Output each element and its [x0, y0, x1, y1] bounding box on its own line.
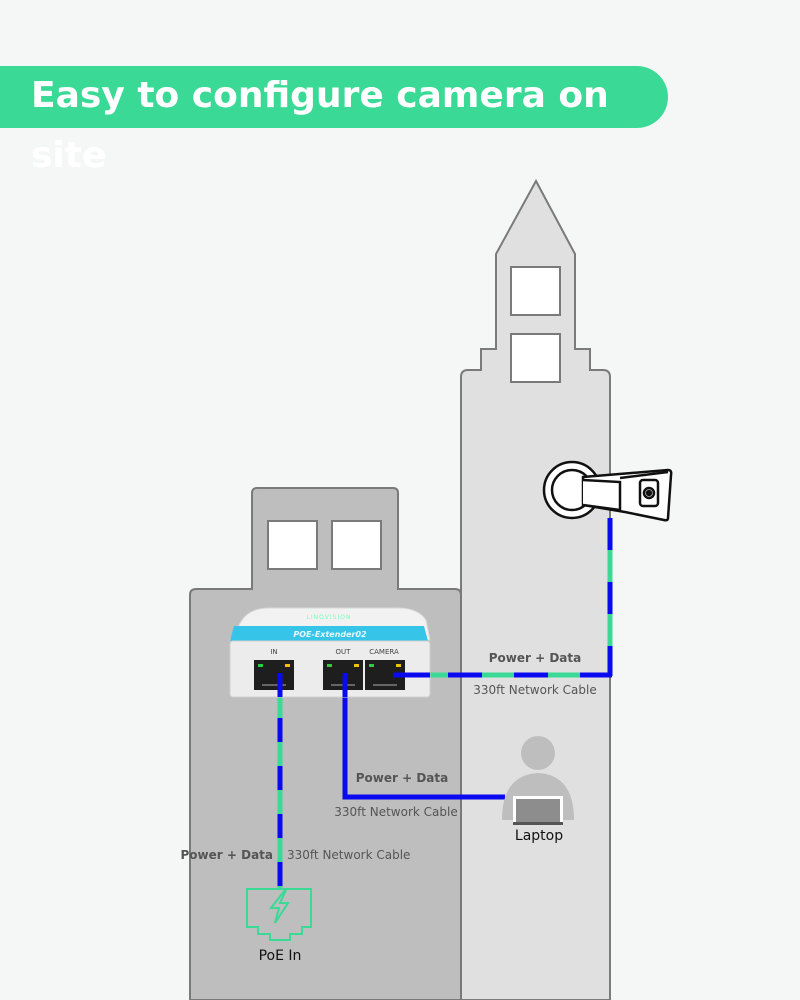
poe-extender-device: LINOVISION POE-Extender02 IN OUT CAMERA: [229, 607, 431, 698]
device-model: POE-Extender02: [293, 630, 367, 639]
camera-link-label-top: Power + Data: [489, 651, 581, 665]
short-building: [189, 487, 462, 1000]
tower-window: [510, 333, 561, 383]
camera-icon: [542, 460, 673, 522]
laptop-cable: [342, 672, 505, 800]
port-label-camera: CAMERA: [369, 648, 399, 656]
laptop-label: Laptop: [515, 828, 563, 844]
building-window: [331, 520, 382, 570]
laptop-link-label-bottom: 330ft Network Cable: [334, 805, 457, 819]
poe-in-label: PoE In: [259, 948, 302, 964]
port-in[interactable]: [254, 660, 294, 690]
tall-building: [460, 178, 611, 1000]
title-banner: Easy to configure camera on site: [0, 66, 668, 176]
port-label-out: OUT: [336, 648, 352, 656]
building-window: [267, 520, 318, 570]
laptop-user-icon: [502, 736, 574, 825]
poe-in-icon: [246, 888, 312, 941]
laptop-link-label-top: Power + Data: [356, 771, 448, 785]
device-brand: LINOVISION: [307, 614, 352, 621]
poe-link-label-bottom: 330ft Network Cable: [287, 848, 410, 862]
banner-title: Easy to configure camera on site: [31, 75, 609, 176]
port-label-in: IN: [270, 648, 277, 656]
camera-link-label-bottom: 330ft Network Cable: [473, 683, 596, 697]
tower-window: [510, 266, 561, 316]
camera-cable: [400, 518, 613, 678]
poe-link-label-top: Power + Data: [181, 848, 273, 862]
